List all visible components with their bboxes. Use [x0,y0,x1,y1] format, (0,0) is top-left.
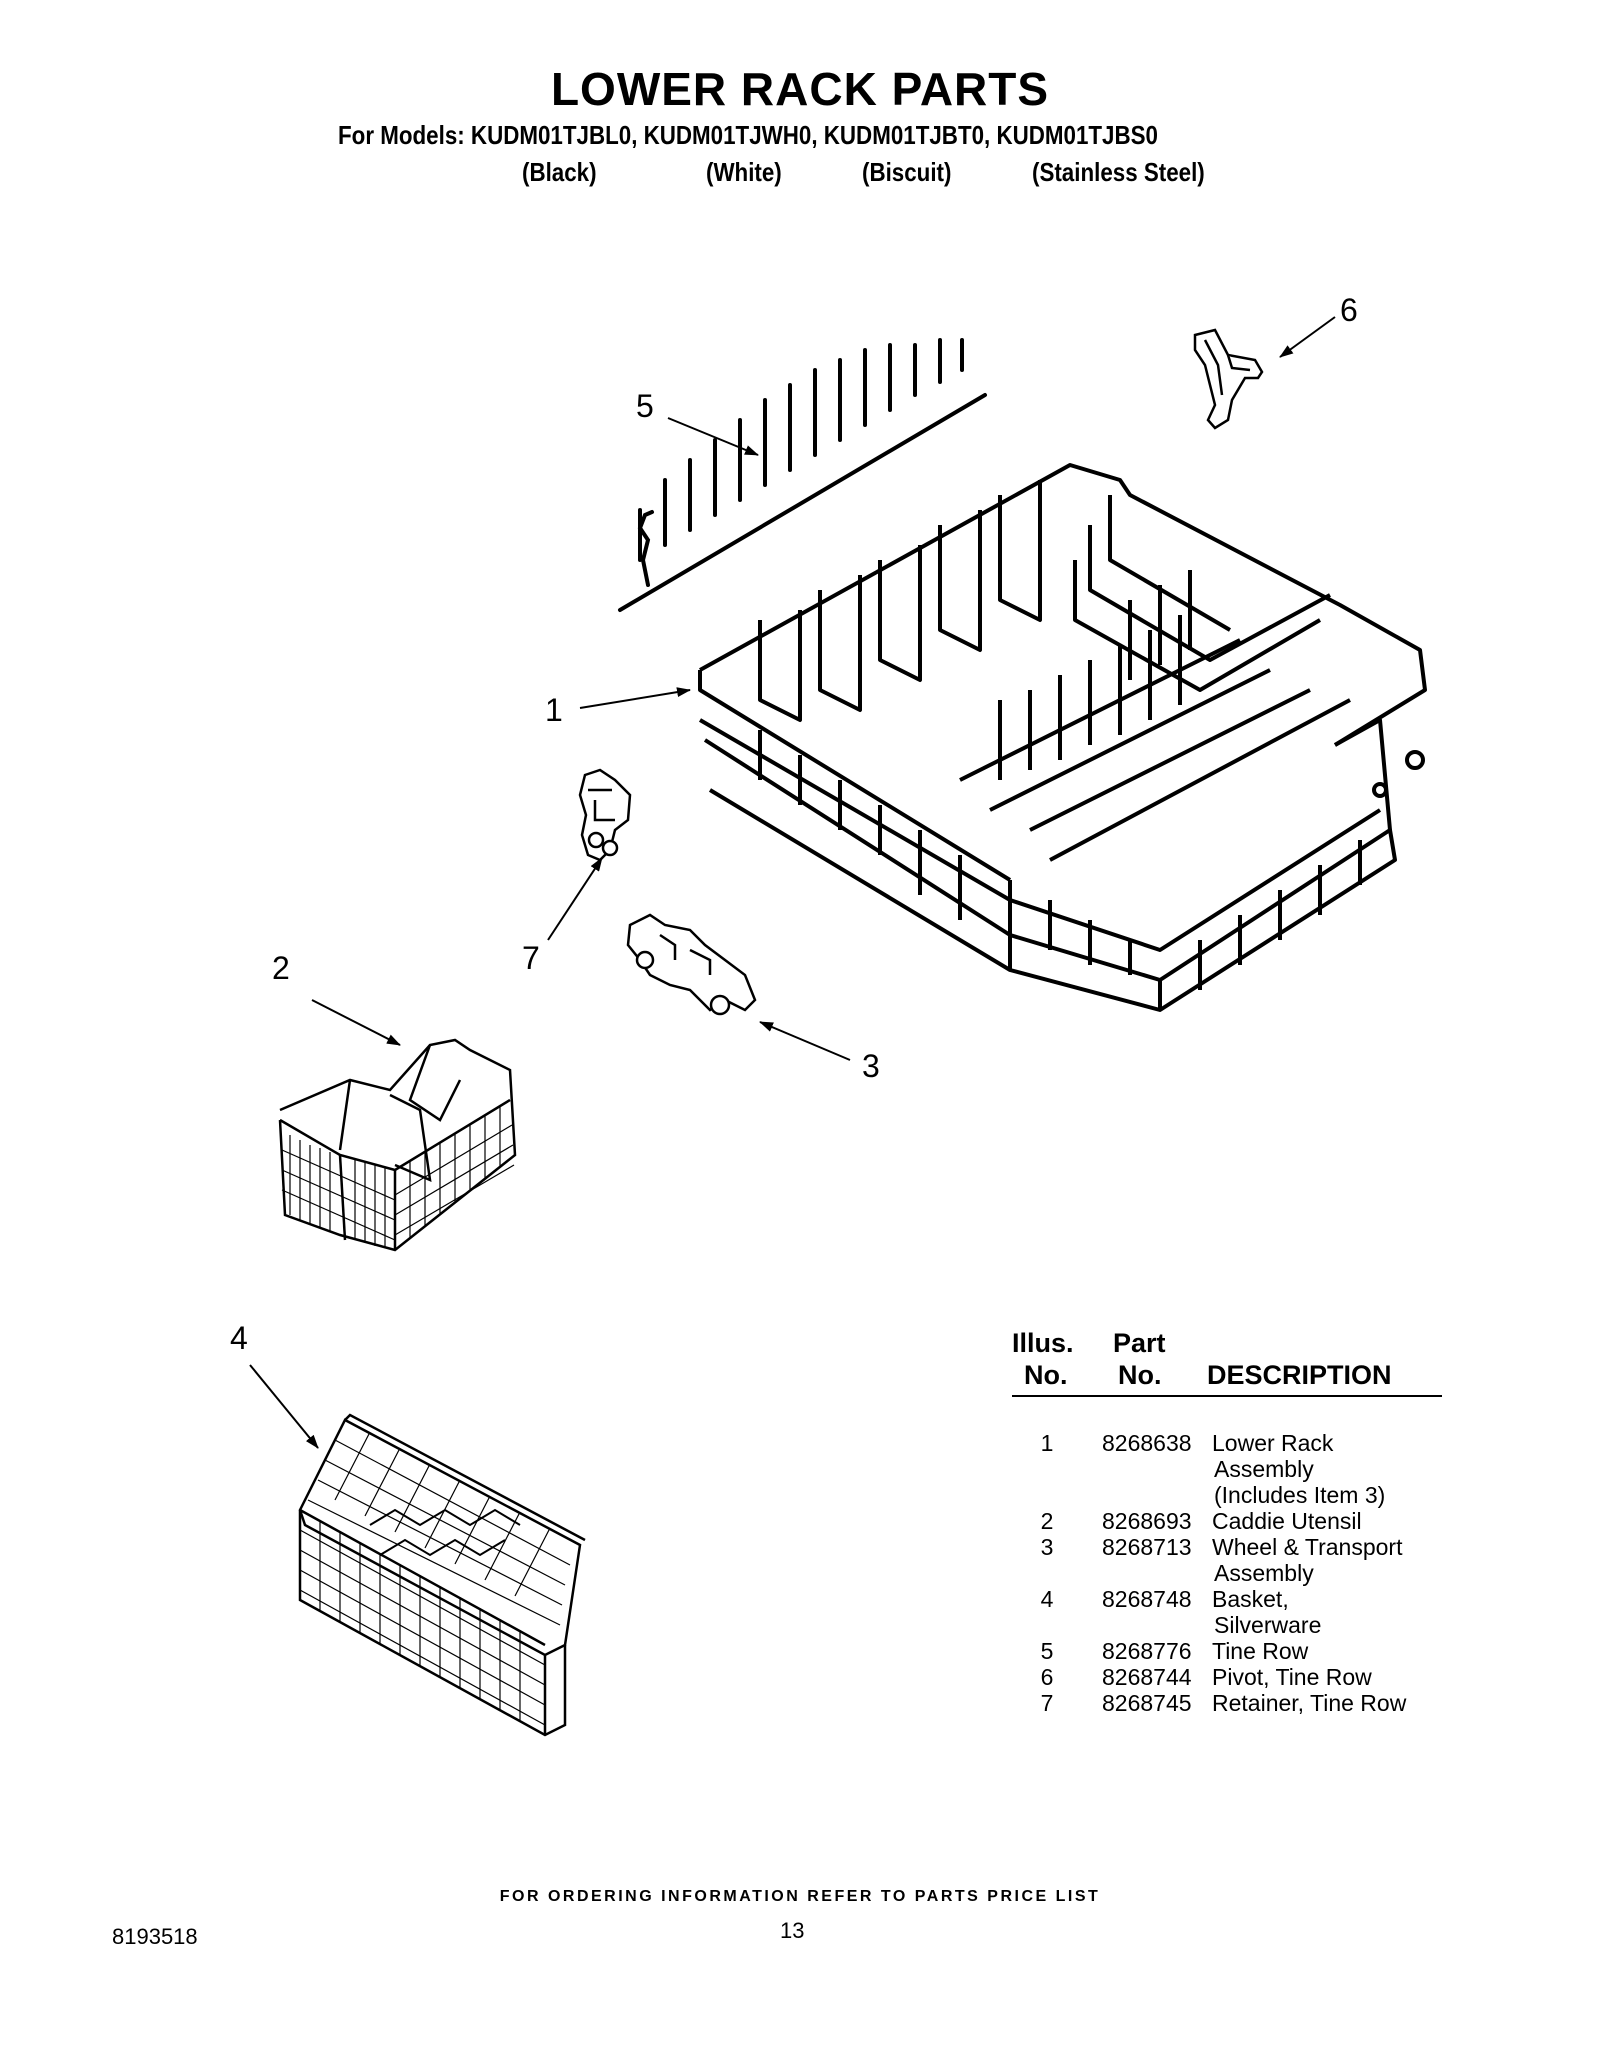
pivot-illustration [1193,328,1264,430]
illus-number: 2 [1040,1508,1054,1534]
tine-row-illustration [618,338,987,612]
part-description: Retainer, Tine Row [1212,1690,1407,1716]
ordering-note: FOR ORDERING INFORMATION REFER TO PARTS … [499,1888,1101,1905]
part-description: Lower Rack Assembly (Includes Item 3) [1212,1430,1386,1508]
color-stainless-steel: (Stainless Steel) [1032,157,1205,187]
document-number: 8193518 [112,1924,198,1949]
part-number: 8268713 [1102,1534,1192,1560]
table-header-illus-no: No. [1024,1360,1068,1390]
illus-number: 3 [1040,1534,1054,1560]
part-description: Wheel & Transport Assembly [1212,1534,1403,1586]
color-biscuit: (Biscuit) [862,157,952,187]
illus-number: 1 [1040,1430,1054,1456]
illus-number: 7 [1040,1690,1054,1716]
page-number: 13 [780,1918,805,1943]
callout-5: 5 [636,388,654,424]
color-black: (Black) [522,157,597,187]
caddie-utensil-illustration [278,1038,517,1252]
callout-6: 6 [1340,292,1358,328]
part-number: 8268693 [1102,1508,1192,1534]
table-header-rule [1012,1395,1442,1397]
illus-number: 6 [1040,1664,1054,1690]
callout-3: 3 [862,1048,880,1084]
callout-2: 2 [272,950,290,986]
wheel-transport-illustration [626,913,757,1016]
part-description: Pivot, Tine Row [1212,1664,1372,1690]
part-description: Tine Row [1212,1638,1309,1664]
illus-number: 5 [1040,1638,1054,1664]
callout-1: 1 [545,692,563,728]
table-header-illus: Illus. [1012,1328,1074,1358]
page-title: LOWER RACK PARTS [550,63,1050,115]
part-number: 8268744 [1102,1664,1192,1690]
callout-4: 4 [230,1320,248,1356]
table-header-description: DESCRIPTION [1207,1360,1392,1390]
part-number: 8268776 [1102,1638,1192,1664]
table-header-part: Part [1113,1328,1166,1358]
part-number: 8268638 [1102,1430,1192,1456]
silverware-basket-illustration [298,1413,586,1737]
table-header-part-no: No. [1118,1360,1162,1390]
part-number: 8268745 [1102,1690,1192,1716]
part-description: Basket, Silverware [1212,1586,1322,1638]
callout-7: 7 [522,940,540,976]
part-description: Caddie Utensil [1212,1508,1362,1534]
lower-rack-illustration [698,463,1427,1012]
illus-number: 4 [1040,1586,1054,1612]
part-number: 8268748 [1102,1586,1192,1612]
callout-arrows [249,316,1336,1449]
color-white: (White) [706,157,782,187]
retainer-illustration [578,768,632,862]
models-line: For Models: KUDM01TJBL0, KUDM01TJWH0, KU… [338,120,1158,150]
